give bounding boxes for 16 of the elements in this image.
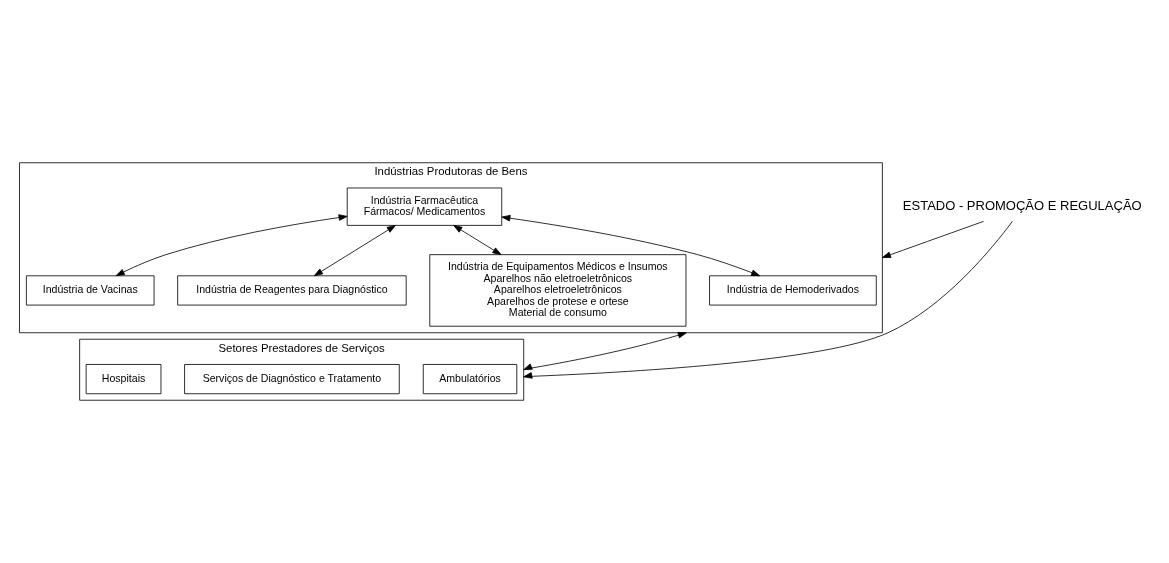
node-box: Indústria de Reagentes para Diagnóstico [177,275,407,306]
node-box: Hospitais [85,364,162,395]
node-box: Indústria Farmacêutica Fármacos/ Medicamentos [346,187,503,226]
arrow [501,214,761,277]
node-text: ESTADO - PROMOÇÃO E REGULAÇÃO [902,197,1142,213]
arrow [313,225,396,277]
node-box: Ambulatórios [422,364,518,395]
arrow [881,220,984,258]
node-box: Serviços de Diagnóstico e Tratamento [184,364,400,395]
arrow [453,225,502,255]
arrow [523,332,687,371]
arrow [523,221,1013,379]
node-box: Indústria de Hemoderivados [709,275,877,306]
node-box: Indústria de Equipamentos Médicos e Insumos Aparelhos não eletroeletrônicos Aparelhos eletroeletrônicos Aparelhos de protese e ortese Material de consumo [429,254,687,327]
arrow [115,214,348,277]
node-box: Indústria de Vacinas [25,275,155,306]
